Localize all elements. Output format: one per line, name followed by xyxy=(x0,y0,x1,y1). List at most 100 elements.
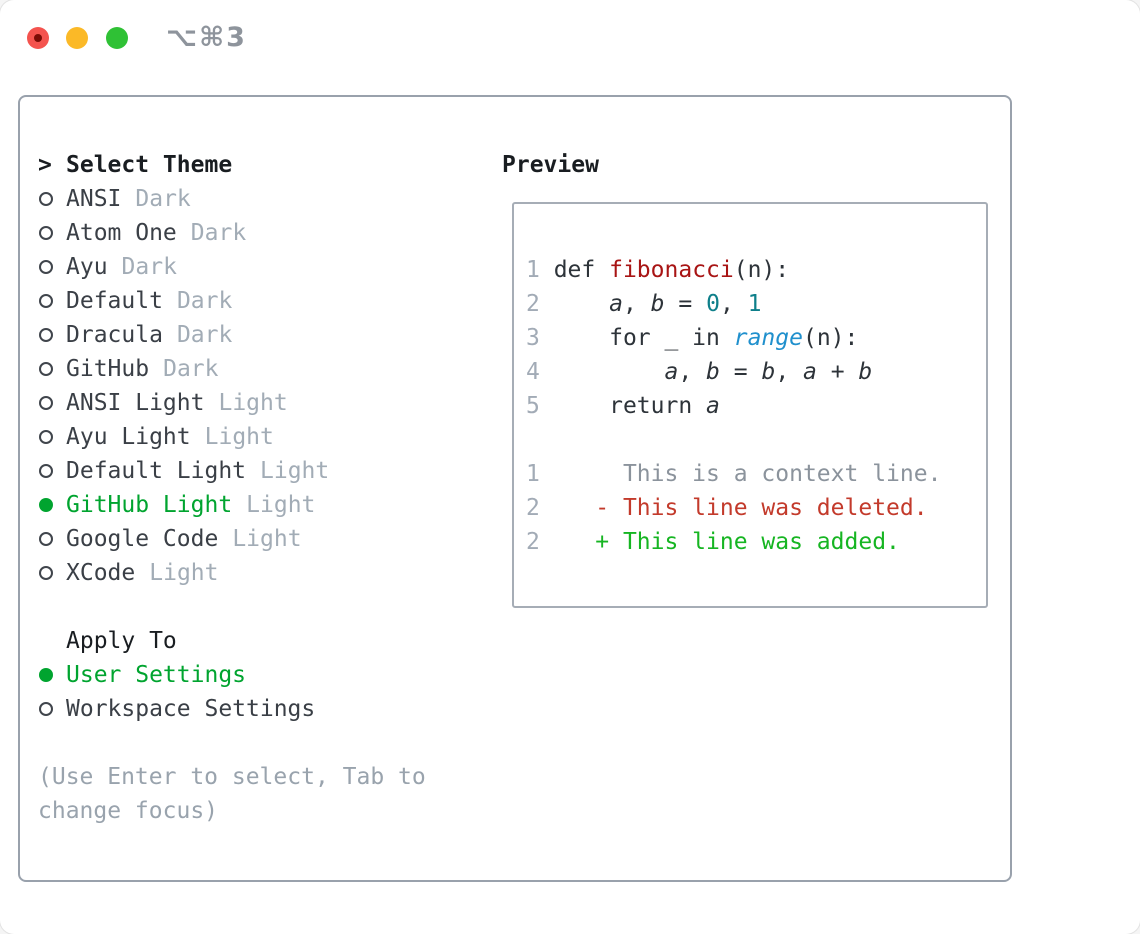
line-number: 1 xyxy=(526,461,540,487)
line-number: 2 xyxy=(526,291,540,317)
radio-icon xyxy=(39,294,53,308)
code-token: - This line was deleted. xyxy=(595,495,928,521)
close-button-dot xyxy=(34,34,42,42)
radio-icon xyxy=(39,328,53,342)
theme-option[interactable]: ANSI Light Light xyxy=(38,386,478,420)
apply-to-header: Apply To xyxy=(38,624,478,658)
code-token: b xyxy=(706,359,720,385)
code-token: + This line was added. xyxy=(595,529,900,555)
variant-tag: Light xyxy=(204,424,274,450)
radio-icon xyxy=(39,464,53,478)
code-token: 1 xyxy=(747,291,762,317)
variant-tag: Dark xyxy=(121,254,177,280)
line-number: 4 xyxy=(526,359,540,385)
variant-tag: Light xyxy=(218,390,288,416)
hint-text: (Use Enter to select, Tab to change focu… xyxy=(38,764,440,824)
code-token: for _ in xyxy=(539,325,734,351)
theme-option-label: XCode xyxy=(66,560,136,586)
code-token: , xyxy=(775,359,804,385)
code-token: + xyxy=(816,359,859,385)
theme-option-label: Default Light xyxy=(66,458,247,484)
theme-option-label: Default xyxy=(66,288,163,314)
theme-option[interactable]: XCode Light xyxy=(38,556,478,590)
variant-tag: Light xyxy=(149,560,219,586)
select-theme-title: Select Theme xyxy=(66,152,233,178)
theme-option[interactable]: Atom One Dark xyxy=(38,216,478,250)
code-token: b xyxy=(761,359,776,385)
code-line: 1 def fibonacci(n): xyxy=(526,253,986,287)
theme-option-label: Google Code xyxy=(66,526,219,552)
line-number: 3 xyxy=(526,325,540,351)
radio-icon xyxy=(39,226,53,240)
radio-icon xyxy=(39,192,53,206)
close-button[interactable] xyxy=(27,27,49,49)
line-number: 2 xyxy=(526,529,540,555)
spacer xyxy=(38,590,478,624)
code-token: def xyxy=(539,257,610,283)
code-token: = xyxy=(719,359,762,385)
radio-icon xyxy=(39,532,53,546)
minimize-button[interactable] xyxy=(66,27,88,49)
theme-option-label: GitHub xyxy=(66,356,150,382)
variant-tag: Dark xyxy=(135,186,191,212)
code-token: b xyxy=(858,359,873,385)
code-token: a xyxy=(803,359,817,385)
theme-option-label: Atom One xyxy=(66,220,177,246)
spacer xyxy=(38,726,478,760)
theme-option[interactable]: ANSI Dark xyxy=(38,182,478,216)
variant-tag: Dark xyxy=(163,356,219,382)
code-token: return xyxy=(539,393,707,419)
code-token: a xyxy=(609,291,623,317)
apply-to-option[interactable]: User Settings xyxy=(38,658,478,692)
code-line: 2 a, b = 0, 1 xyxy=(526,287,986,321)
code-token: fibonacci xyxy=(609,257,734,283)
preview-box: 1 def fibonacci(n):2 a, b = 0, 1 3 for _ … xyxy=(512,202,988,608)
preview-title: Preview xyxy=(502,152,599,178)
radio-icon xyxy=(39,702,53,716)
radio-icon xyxy=(39,362,53,376)
window-title: ⌥⌘3 xyxy=(166,22,247,53)
code-line: 2 - This line was deleted. xyxy=(526,491,986,525)
variant-tag: Light xyxy=(260,458,330,484)
code-token xyxy=(540,495,595,521)
variant-tag: Dark xyxy=(190,220,247,246)
code-block: 1 def fibonacci(n):2 a, b = 0, 1 3 for _ … xyxy=(514,204,986,559)
select-theme-header: > Select Theme xyxy=(38,148,478,182)
code-token: a xyxy=(706,393,720,419)
code-token: range xyxy=(733,325,803,351)
variant-tag: Dark xyxy=(176,288,233,314)
theme-option[interactable]: Google Code Light xyxy=(38,522,478,556)
variant-tag: Light xyxy=(246,492,316,518)
code-token xyxy=(540,291,609,317)
code-line xyxy=(526,423,986,457)
theme-option-label: Ayu Light xyxy=(66,424,191,450)
code-line: 4 a, b = b, a + b xyxy=(526,355,986,389)
theme-option-label: ANSI xyxy=(66,186,122,212)
theme-option[interactable]: Default Dark xyxy=(38,284,478,318)
code-token: This is a context line. xyxy=(539,461,942,487)
theme-option-label: ANSI Light xyxy=(66,390,205,416)
theme-option[interactable]: GitHub Dark xyxy=(38,352,478,386)
variant-tag: Light xyxy=(232,526,302,552)
theme-option[interactable]: Default Light Light xyxy=(38,454,478,488)
apply-to-option-label: User Settings xyxy=(66,662,247,688)
line-number: 2 xyxy=(526,495,540,521)
prompt-caret-icon: > xyxy=(38,152,52,178)
code-line: 2 + This line was added. xyxy=(526,525,986,559)
apply-to-option-label: Workspace Settings xyxy=(66,696,316,722)
theme-option[interactable]: Ayu Light Light xyxy=(38,420,478,454)
code-token: b xyxy=(650,291,665,317)
code-token: = xyxy=(664,291,707,317)
apply-to-option[interactable]: Workspace Settings xyxy=(38,692,478,726)
line-number: 5 xyxy=(526,393,540,419)
apply-to-title: Apply To xyxy=(66,628,177,654)
code-token: , xyxy=(622,291,651,317)
zoom-button[interactable] xyxy=(106,27,128,49)
